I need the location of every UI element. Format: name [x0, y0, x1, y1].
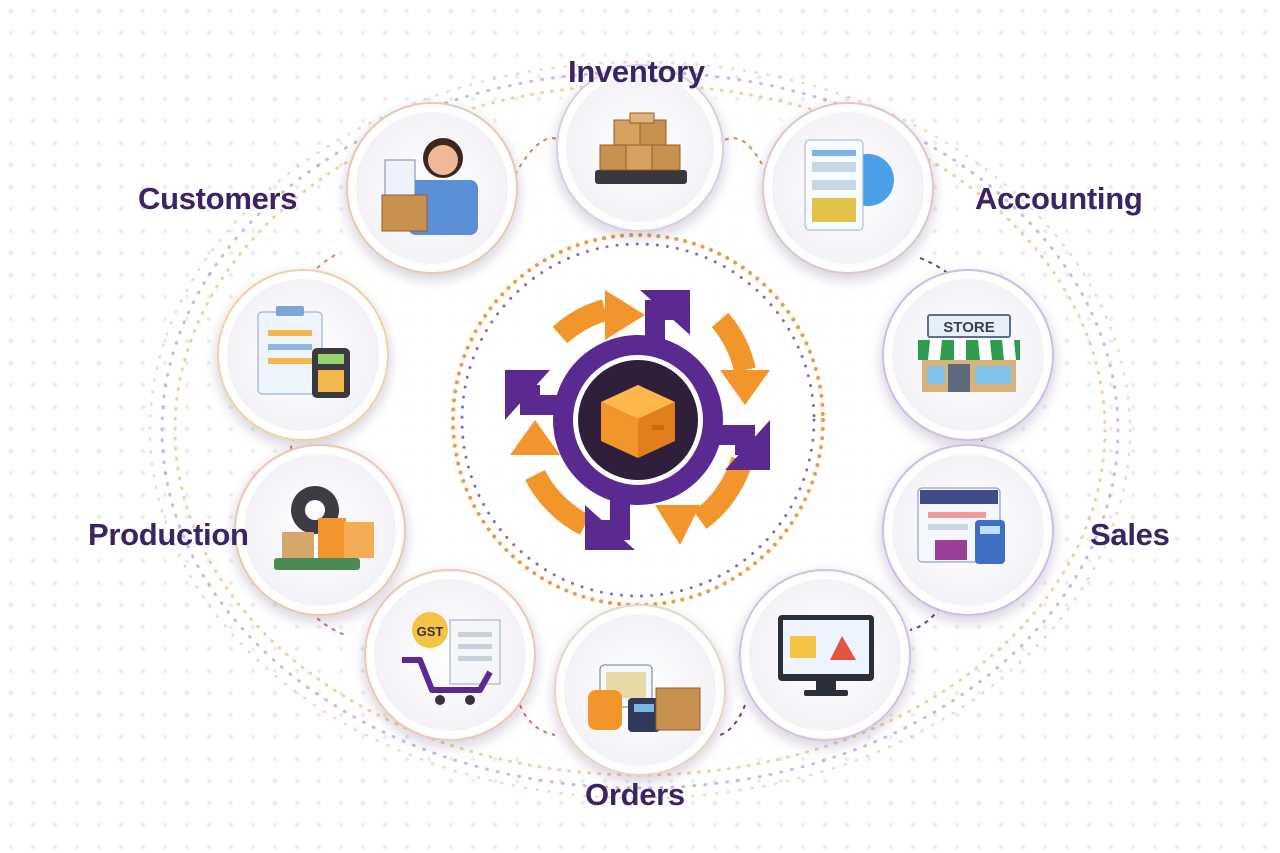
gst-node[interactable]: GST — [364, 569, 536, 741]
gst-badge-text: GST — [417, 624, 444, 639]
pos-terminal-icon — [917, 487, 1005, 564]
billing-node[interactable] — [217, 269, 389, 441]
monitor-shop-icon — [778, 615, 874, 696]
box-stack-icon — [595, 112, 687, 184]
inventory-node[interactable] — [556, 64, 724, 232]
production-node[interactable] — [234, 444, 406, 616]
gst-cart-icon: GST — [402, 612, 501, 705]
store-sign-text: STORE — [943, 319, 994, 336]
store-node[interactable]: STORE — [882, 269, 1054, 441]
label-orders: Orders — [585, 777, 685, 812]
purple-arrowheads — [505, 290, 770, 550]
gear-bags-icon — [274, 486, 374, 570]
accounting-node[interactable] — [762, 102, 934, 274]
orders-pos-icon — [588, 664, 701, 732]
label-sales: Sales — [1090, 517, 1170, 552]
label-inventory: Inventory — [568, 54, 705, 89]
label-accounting: Accounting — [975, 181, 1143, 216]
box-icon — [601, 385, 675, 458]
orders-node[interactable] — [554, 604, 726, 776]
clipboard-calculator-icon — [257, 306, 350, 398]
central-hub-icon — [505, 290, 770, 550]
online-shop-node[interactable] — [739, 569, 911, 741]
orange-arrowheads — [510, 290, 770, 545]
label-customers: Customers — [138, 181, 298, 216]
label-production: Production — [88, 517, 249, 552]
customers-node[interactable] — [346, 102, 518, 274]
store-front-icon: STORE — [918, 314, 1020, 392]
customer-person-icon — [381, 138, 478, 235]
invoice-calculator-icon — [804, 139, 894, 231]
sales-node[interactable] — [882, 444, 1054, 616]
